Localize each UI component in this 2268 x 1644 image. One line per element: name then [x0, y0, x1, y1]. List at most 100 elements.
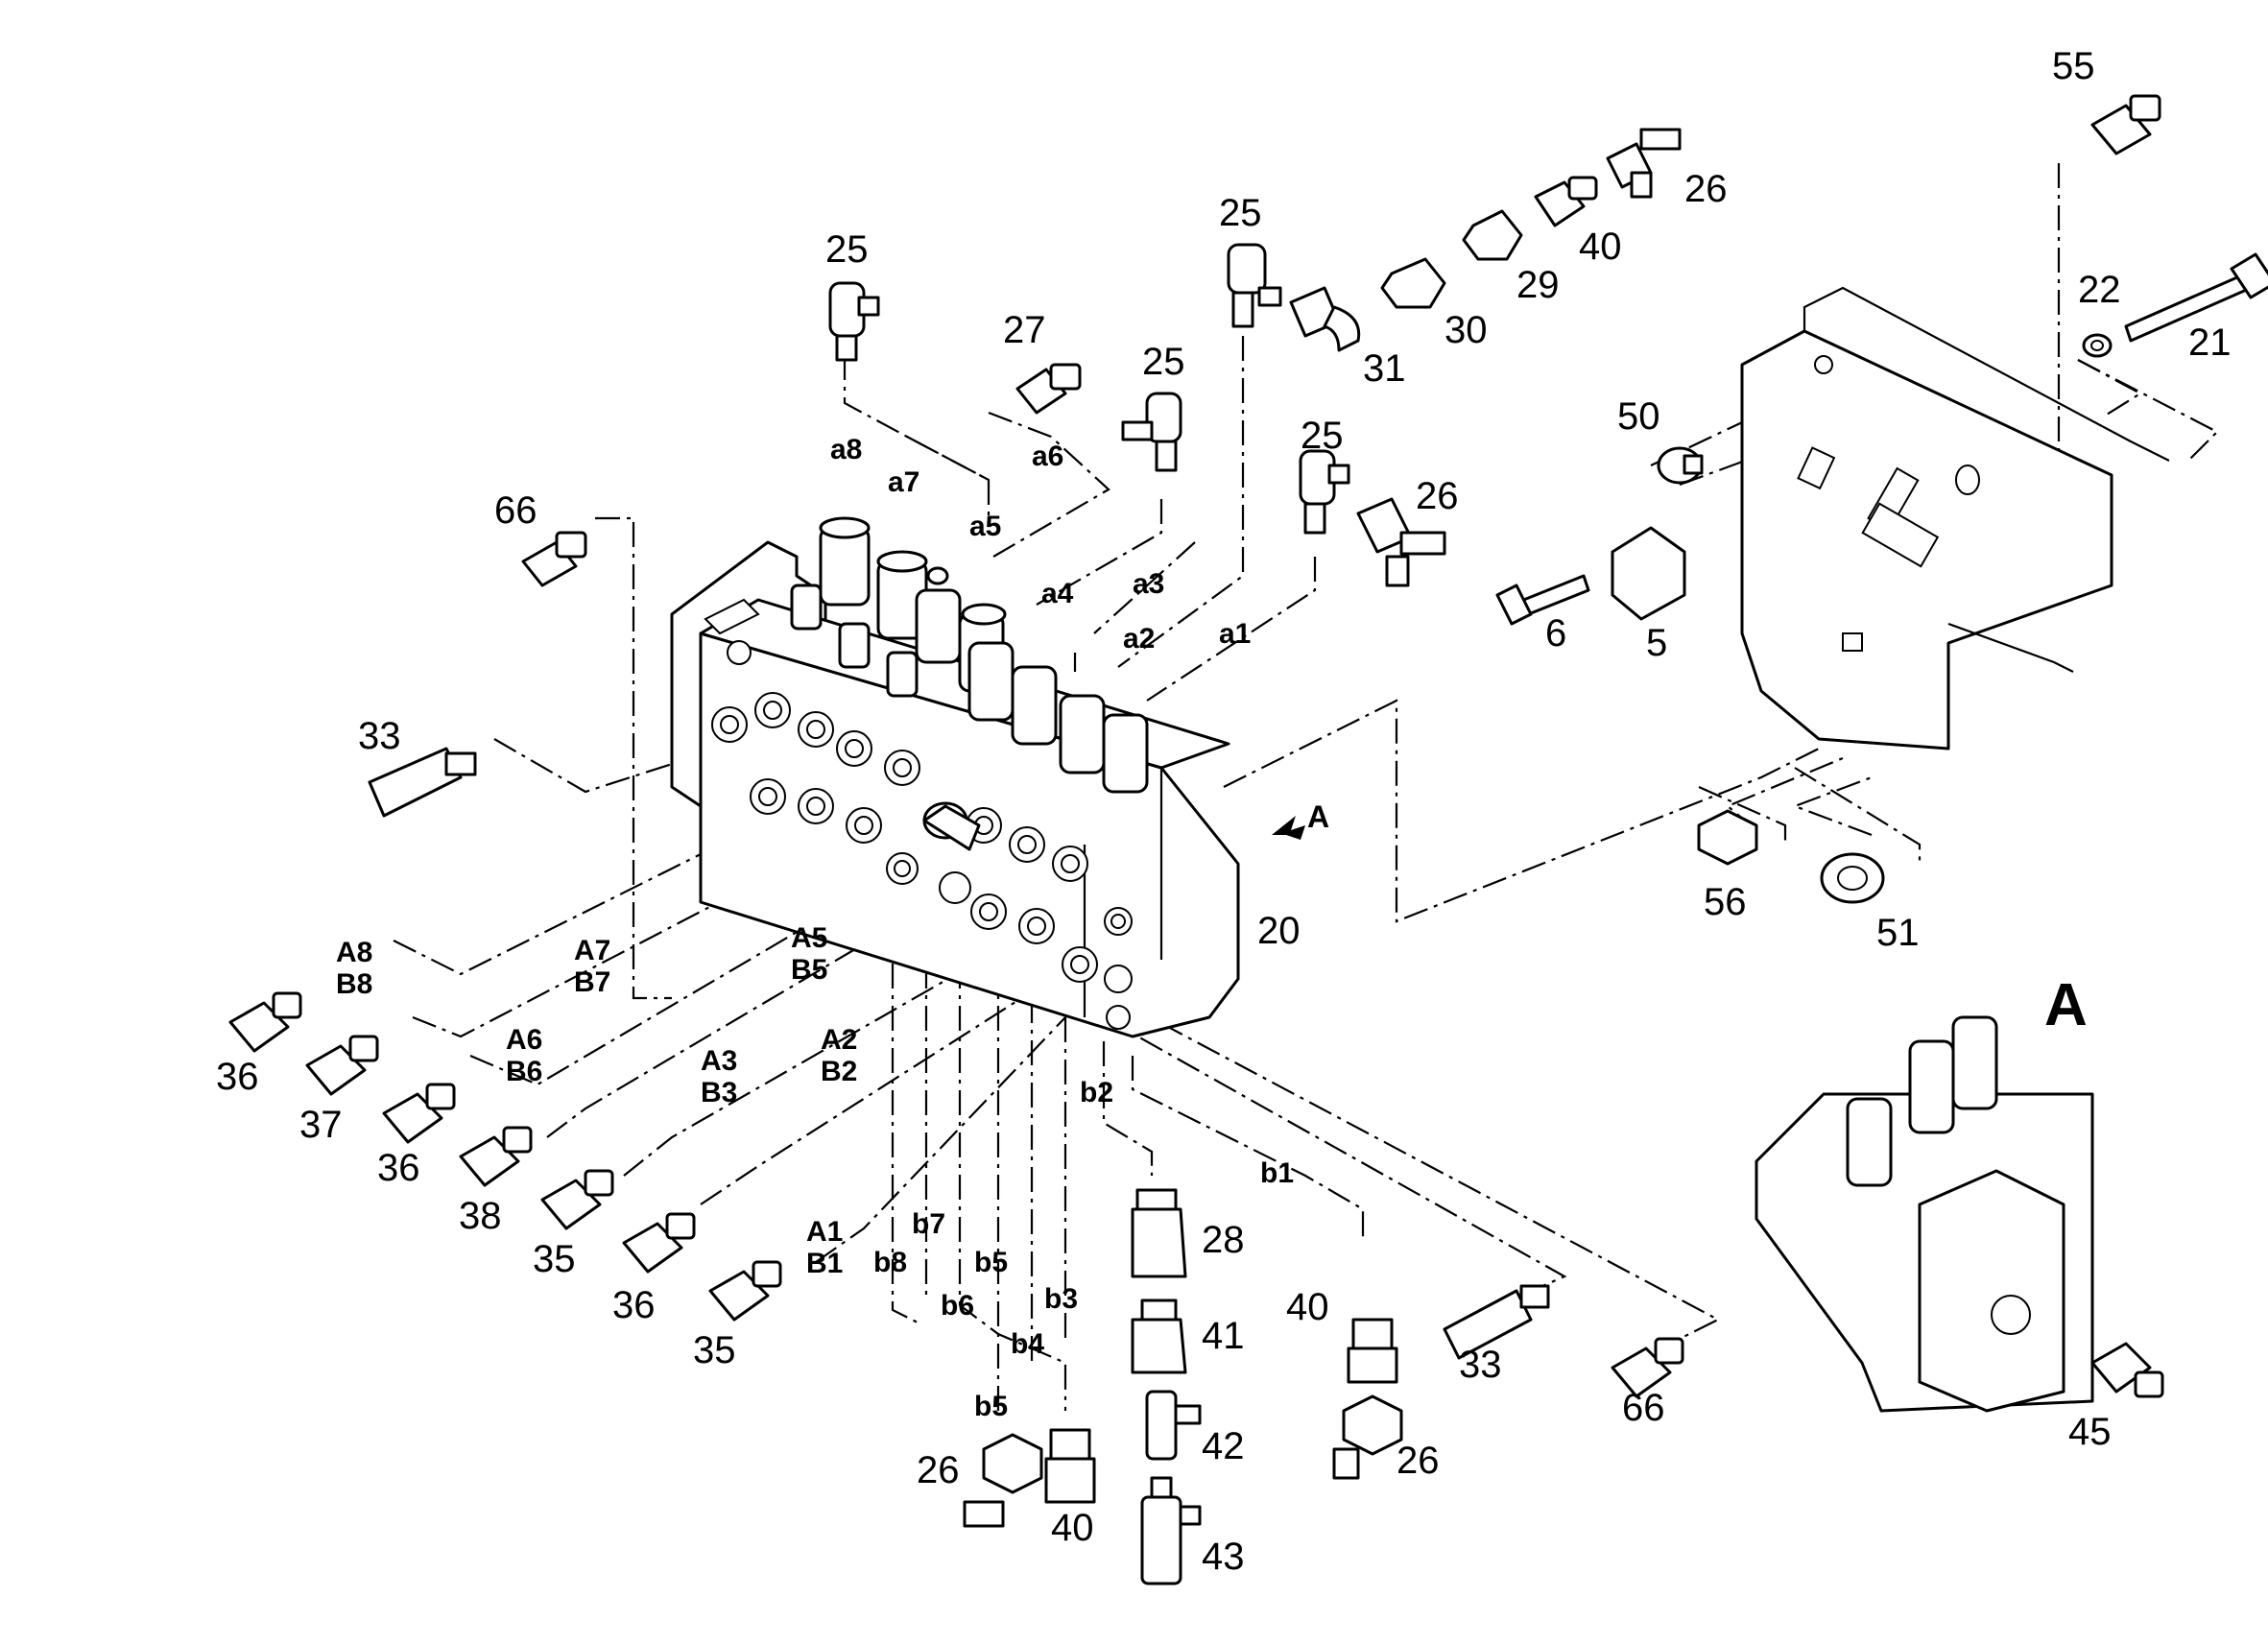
label-30: 30 [1444, 309, 1488, 351]
label-36-c: 36 [612, 1284, 656, 1326]
label-38: 38 [459, 1195, 502, 1237]
label-51: 51 [1876, 912, 1920, 954]
label-35-a: 35 [533, 1238, 576, 1280]
label-40-top: 40 [1579, 226, 1622, 268]
label-6: 6 [1545, 612, 1566, 655]
bolt-21-icon [2124, 252, 2268, 343]
label-26-bot: 26 [917, 1449, 960, 1491]
nut-56-icon [1697, 809, 1758, 866]
label-5: 5 [1646, 622, 1667, 664]
tee-26-low-icon [1332, 1394, 1403, 1480]
elbow-31-icon [1289, 286, 1361, 352]
port-a3: a3 [1133, 568, 1164, 600]
port-b5: b5 [974, 1247, 1008, 1278]
label-36-b: 36 [377, 1147, 420, 1189]
tee-25-b-icon [1227, 243, 1282, 328]
port-A2: A2 [821, 1024, 857, 1056]
tee-43-icon [1140, 1476, 1202, 1585]
port-b1: b1 [1260, 1157, 1294, 1189]
port-B2: B2 [821, 1056, 857, 1087]
adapter-45-icon [2090, 1342, 2164, 1398]
port-b4: b4 [1011, 1328, 1044, 1360]
adapter-36-a-icon [228, 991, 302, 1053]
nut-29-icon [1462, 209, 1523, 261]
label-25-c: 25 [1142, 341, 1185, 383]
adapter-36-c-icon [622, 1212, 696, 1274]
label-35-b: 35 [693, 1329, 736, 1371]
adapter-55-icon [2090, 94, 2161, 155]
label-25-a: 25 [825, 228, 869, 271]
port-a5: a5 [969, 511, 1001, 542]
label-55: 55 [2052, 45, 2095, 87]
port-labels: a8 a7 a6 a5 a4 a3 a2 a1 A8 B8 A7 B7 A6 B… [336, 434, 1294, 1422]
adapter-35-b-icon [708, 1260, 782, 1322]
label-56: 56 [1704, 881, 1747, 923]
label-45: 45 [2068, 1411, 2112, 1453]
label-20: 20 [1257, 910, 1301, 952]
port-a8: a8 [830, 434, 862, 465]
label-42: 42 [1202, 1425, 1245, 1467]
view-arrow-label: A [1307, 799, 1329, 834]
port-A5: A5 [791, 922, 827, 954]
washer-22-icon [2082, 333, 2113, 358]
view-a-title: A [2044, 972, 2088, 1038]
label-37: 37 [299, 1104, 343, 1146]
block-ports [711, 640, 1133, 1030]
label-26-low: 26 [1397, 1440, 1440, 1482]
port-B8: B8 [336, 968, 372, 1000]
label-43: 43 [1202, 1536, 1245, 1578]
adapter-40-top-icon [1534, 176, 1598, 227]
coupling-41-icon [1131, 1299, 1187, 1374]
label-33-left: 33 [358, 715, 401, 757]
tee-25-a-icon [828, 281, 880, 362]
tee-26-top-icon [1606, 128, 1682, 199]
port-b7: b7 [912, 1208, 945, 1240]
label-25-b: 25 [1219, 192, 1262, 234]
adapter-27-icon [1015, 363, 1082, 415]
cover-plate-5-icon [1611, 526, 1686, 621]
nut-30-icon [1380, 257, 1446, 309]
plug-50-icon [1657, 446, 1704, 485]
port-A1: A1 [806, 1216, 843, 1248]
label-25-d: 25 [1301, 415, 1344, 457]
plug-66-right-icon [1611, 1337, 1684, 1398]
label-36-a: 36 [216, 1056, 259, 1098]
adapter-40-bot-icon [1044, 1428, 1096, 1504]
tee-25-d-icon [1299, 449, 1350, 535]
tee-26-mid-icon [1356, 497, 1446, 587]
adapter-40-low-icon [1347, 1318, 1398, 1384]
label-28: 28 [1202, 1219, 1245, 1261]
port-A6: A6 [506, 1024, 542, 1056]
port-A8: A8 [336, 937, 372, 968]
port-b3: b3 [1044, 1283, 1078, 1315]
grommet-51-icon [1820, 852, 1885, 904]
tee-42-icon [1145, 1390, 1202, 1461]
port-B7: B7 [574, 966, 610, 998]
port-b2: b2 [1080, 1077, 1113, 1108]
label-29: 29 [1516, 264, 1560, 306]
tee-25-c-icon [1121, 392, 1182, 472]
label-66-left: 66 [494, 489, 537, 532]
label-41: 41 [1202, 1315, 1245, 1357]
port-a6: a6 [1032, 441, 1063, 472]
port-B3: B3 [701, 1077, 737, 1108]
label-26-top: 26 [1684, 168, 1728, 210]
port-A7: A7 [574, 935, 610, 966]
port-A3: A3 [701, 1045, 737, 1077]
label-21: 21 [2188, 322, 2232, 364]
bolt-6-icon [1495, 574, 1590, 626]
label-66-right: 66 [1622, 1387, 1665, 1429]
port-a2: a2 [1123, 623, 1155, 655]
part-number-labels: 55 26 40 29 30 31 25 25 27 25 25 26 22 2… [216, 45, 2232, 1578]
view-direction-arrow-icon [1272, 816, 1305, 840]
adapter-36-b-icon [382, 1083, 456, 1144]
label-22: 22 [2078, 269, 2121, 311]
detail-view-a [1755, 1015, 2094, 1413]
adapter-37-icon [305, 1035, 379, 1096]
tee-26-bot-icon [963, 1433, 1043, 1528]
label-40-bot: 40 [1051, 1507, 1094, 1549]
port-B5: B5 [791, 954, 827, 986]
fittings [228, 94, 2268, 1585]
label-26-mid: 26 [1416, 475, 1459, 517]
